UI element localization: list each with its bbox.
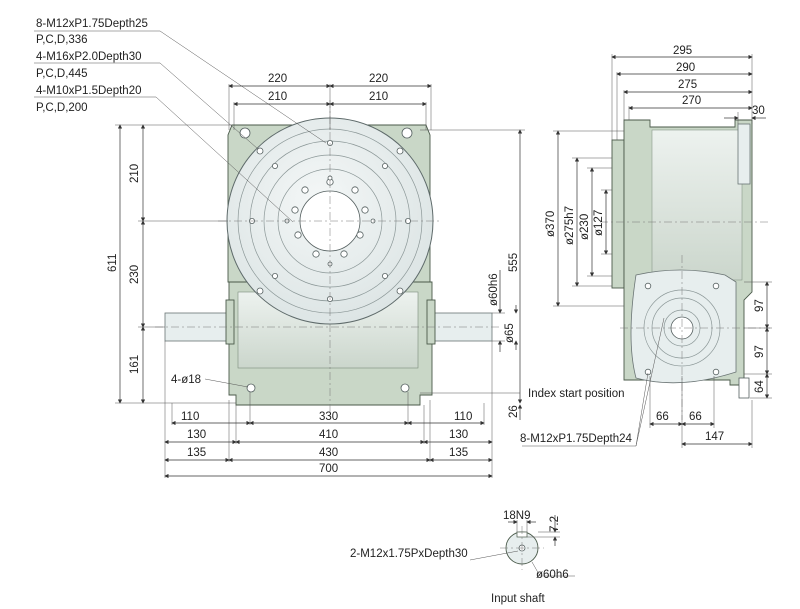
callout-tap-2: 4-M16xP2.0Depth30 [36, 51, 141, 63]
callout-bolt-holes: 4-ø18 [171, 374, 201, 386]
callout-pcd-3: P,C,D,200 [36, 102, 88, 114]
dim-135-left: 135 [187, 447, 206, 459]
side-view [600, 119, 770, 420]
dim-key-18N9: 18N9 [503, 510, 531, 522]
dim-top-210-left: 210 [268, 91, 287, 103]
callout-pcd-1: P,C,D,336 [36, 34, 88, 46]
dim-dia-230: ø230 [579, 214, 591, 240]
dim-97-top: 97 [754, 299, 766, 312]
dim-147: 147 [705, 431, 724, 443]
dim-230-vertical: 230 [129, 265, 141, 284]
corner-hole-tl [239, 127, 251, 139]
side-foot [738, 377, 750, 399]
dim-611: 611 [107, 254, 119, 272]
dim-555-vertical: 555 [508, 253, 520, 272]
dim-130-left: 130 [187, 429, 206, 441]
side-flange [611, 139, 625, 289]
dim-key-7-2: 7.2 [549, 516, 561, 532]
dim-135-right: 135 [449, 447, 468, 459]
dim-dia-275h7: ø275h7 [564, 206, 576, 245]
front-dimension-labels: 220 220 210 210 611 210 230 161 555 ø60h… [107, 73, 520, 475]
dim-330: 330 [319, 411, 338, 423]
callout-index-start: Index start position [528, 388, 625, 400]
dim-66-left: 66 [656, 411, 669, 423]
dim-700: 700 [319, 463, 338, 475]
dim-top-220-right: 220 [369, 73, 388, 85]
dim-97-bottom: 97 [754, 345, 766, 358]
dim-110-left: 110 [181, 411, 199, 423]
dim-60h6-vertical: ø60h6 [488, 273, 500, 306]
dim-66-right: 66 [689, 411, 702, 423]
dim-270: 270 [682, 95, 701, 107]
dim-130-right: 130 [449, 429, 468, 441]
dim-430: 430 [319, 447, 338, 459]
callout-tap-3: 4-M10xP1.5Depth20 [36, 85, 141, 97]
foot-hole-left [246, 383, 256, 393]
dim-275: 275 [678, 79, 697, 91]
dim-top-210-right: 210 [369, 91, 388, 103]
callout-labels: 8-M12xP1.75Depth25 P,C,D,336 4-M16xP2.0D… [36, 18, 632, 605]
input-shaft-detail [469, 515, 575, 577]
right-bearing-cap [426, 299, 436, 345]
dim-161-vertical: 161 [129, 355, 141, 374]
dim-290: 290 [676, 62, 695, 74]
callout-shaft-tap: 2-M12x1.75PxDepth30 [350, 548, 468, 560]
callout-side-tap: 8-M12xP1.75Depth24 [520, 433, 632, 445]
front-dimension-lines [115, 83, 525, 479]
front-view [155, 100, 500, 420]
callout-pcd-2: P,C,D,445 [36, 68, 88, 80]
side-shaft-stub [737, 123, 751, 185]
foot-hole-right [400, 383, 410, 393]
dim-shaft-60h6: ø60h6 [536, 569, 569, 581]
dim-dia-127: ø127 [593, 210, 605, 236]
dim-30: 30 [752, 105, 765, 117]
dim-110-right: 110 [454, 411, 472, 423]
side-dimension-labels: 295 290 275 270 30 ø370 ø275h7 ø230 ø127… [545, 45, 766, 443]
input-shaft-caption: Input shaft [491, 593, 546, 605]
corner-hole-tr [401, 127, 413, 139]
dim-64: 64 [754, 380, 766, 393]
dim-65-vertical: ø65 [504, 323, 516, 343]
callout-leaders [34, 30, 520, 394]
large-bolt-circle [256, 147, 404, 295]
left-bearing-cap [225, 299, 235, 345]
dim-dia-370: ø370 [545, 211, 557, 237]
dim-top-220-left: 220 [268, 73, 287, 85]
dim-295: 295 [673, 45, 692, 57]
dim-410: 410 [319, 429, 338, 441]
dim-210-vertical: 210 [129, 164, 141, 183]
shaft-dimension-labels: 18N9 7.2 ø60h6 [503, 510, 569, 581]
callout-tap-1: 8-M12xP1.75Depth25 [36, 18, 148, 30]
side-dimension-lines [522, 54, 772, 448]
dim-26-vertical: 26 [508, 405, 520, 418]
